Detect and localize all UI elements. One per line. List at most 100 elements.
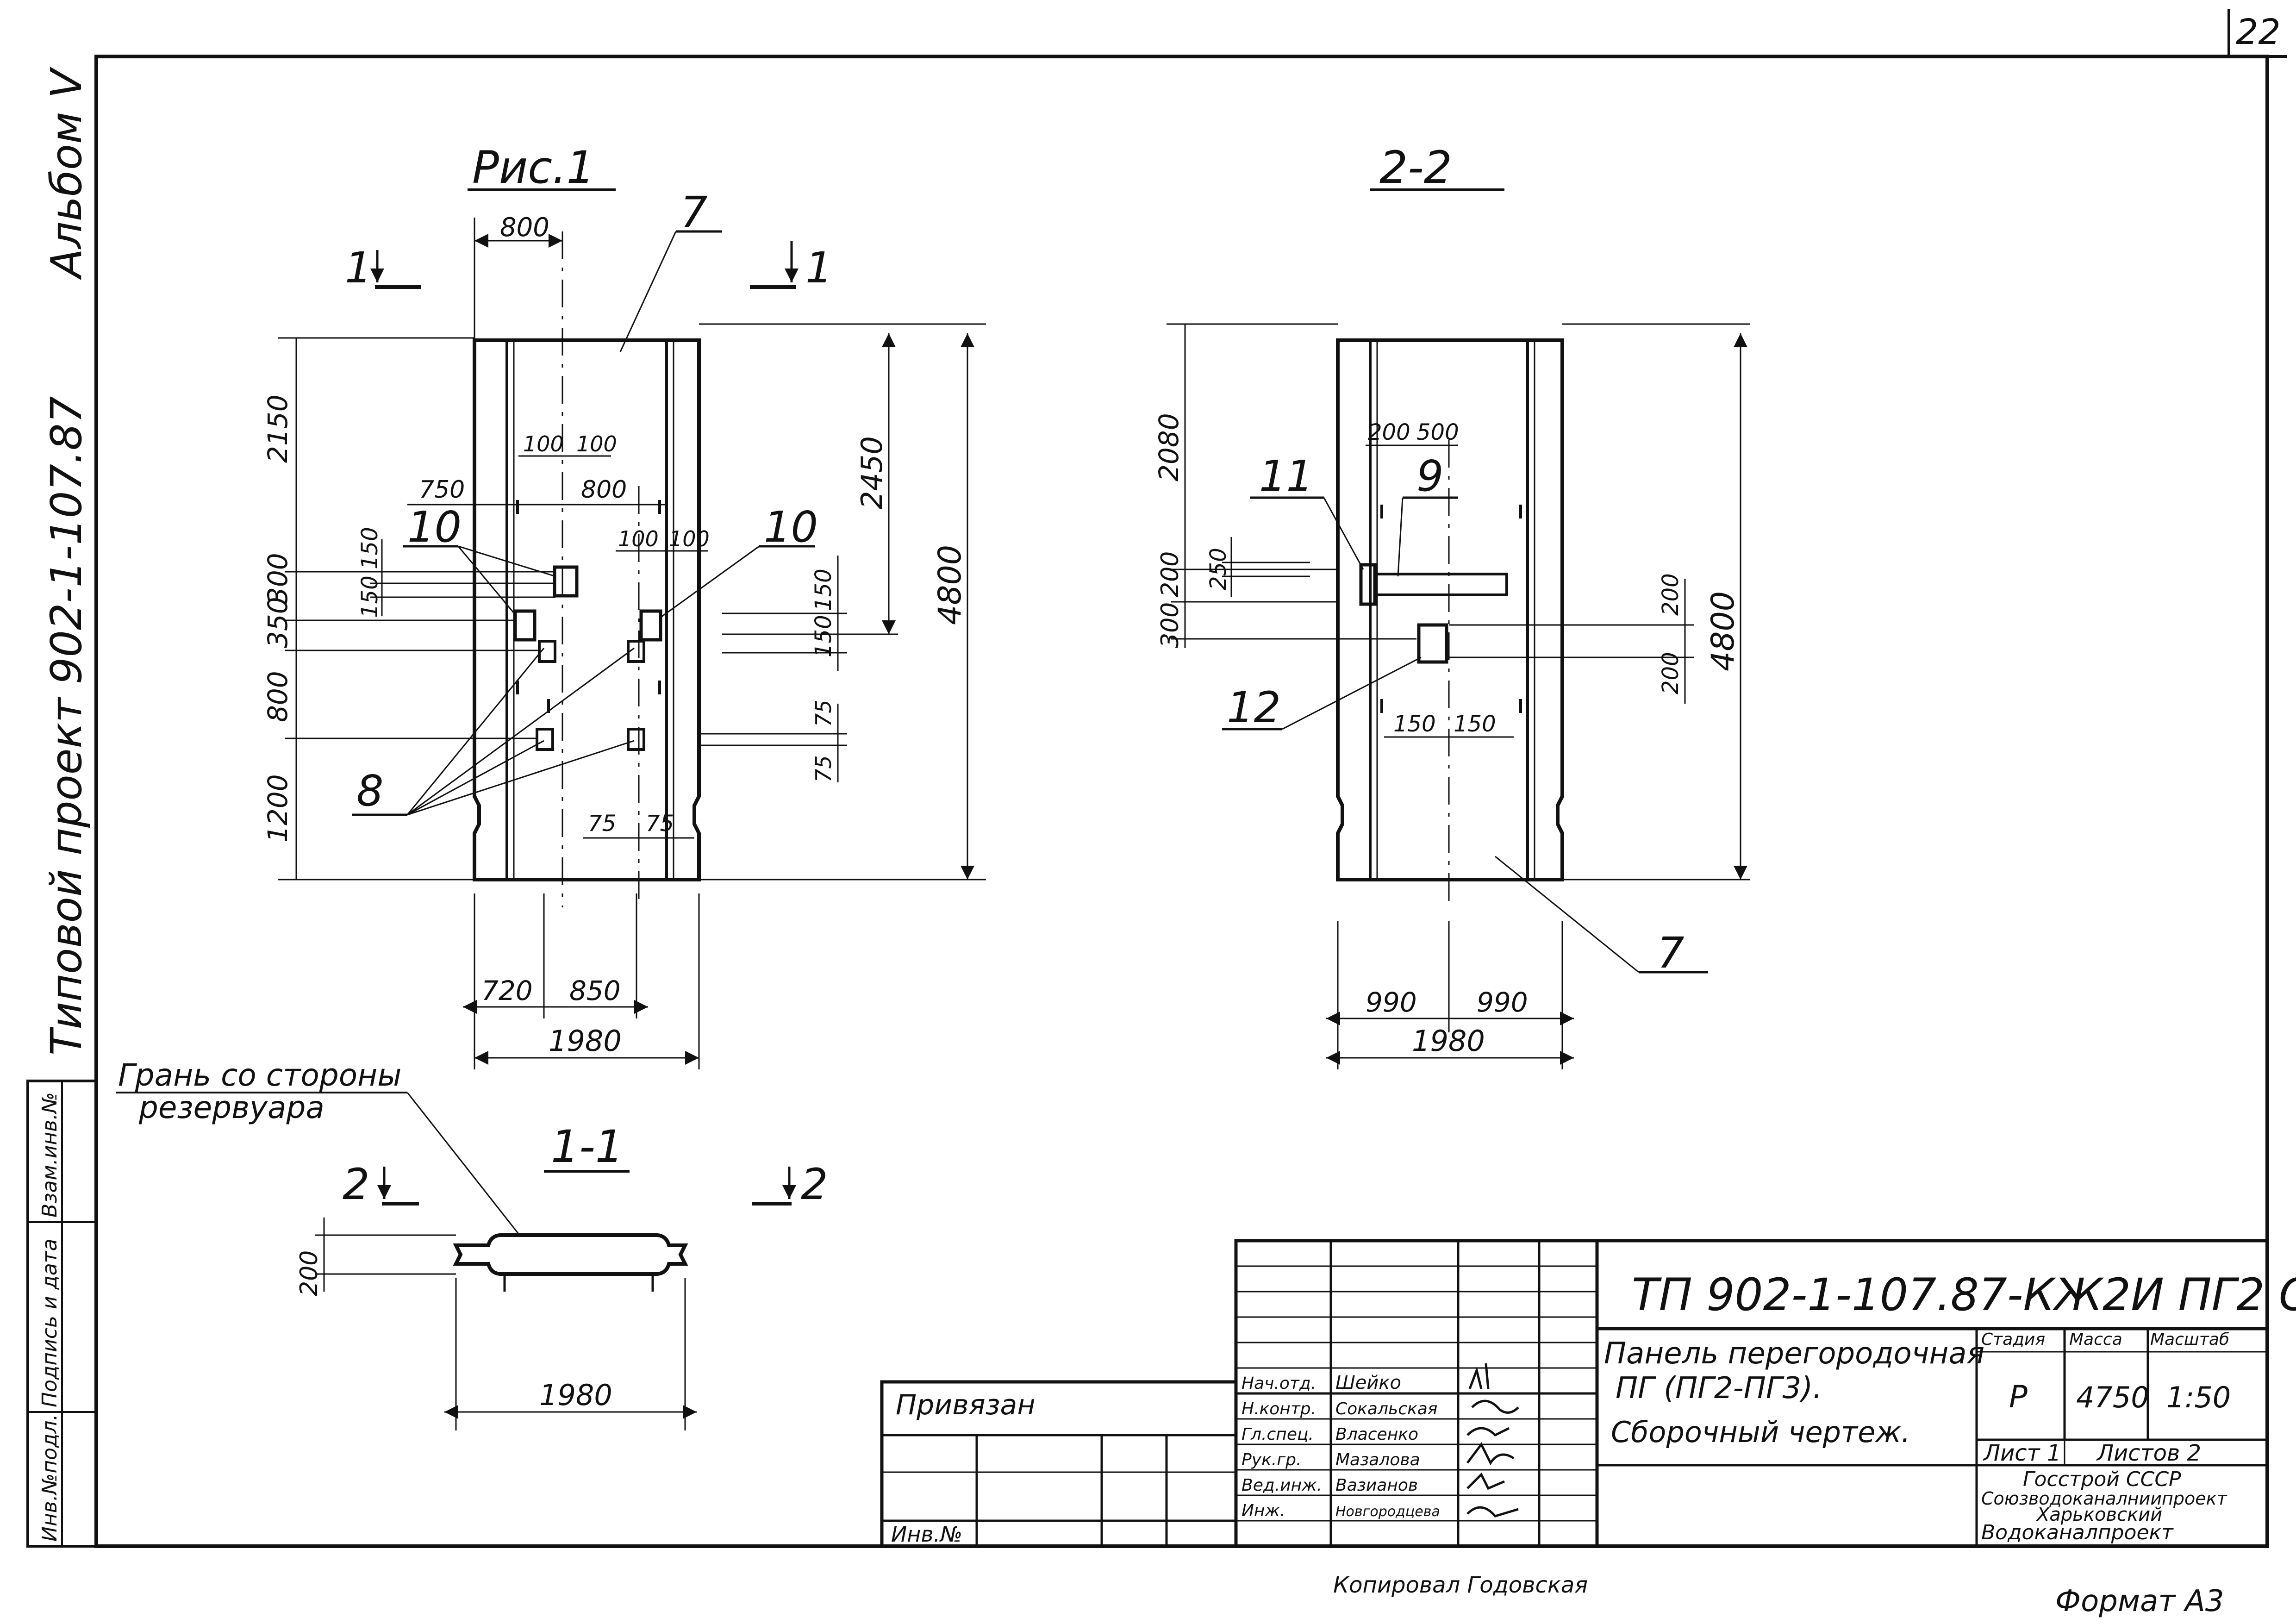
- fig1-dim-800: 800: [581, 476, 627, 504]
- format-label: Формат А3: [2055, 1584, 2224, 1618]
- scale-value: 1:50: [2166, 1380, 2231, 1414]
- fig1-dim-right-small-b: 150: [811, 615, 836, 657]
- fig1-dim-left-small-b: 150: [357, 575, 383, 618]
- org-line2: Союзводоканалниипроект: [1981, 1488, 2228, 1509]
- sec22-dim-right-4800: 4800: [1705, 591, 1741, 671]
- sec22-pos-9: 9: [1416, 451, 1444, 501]
- col-stage-header: Стадия: [1981, 1330, 2045, 1349]
- staff-name-4: Вазианов: [1335, 1476, 1418, 1495]
- stage-value: Р: [2009, 1379, 2028, 1415]
- binding-label: Привязан: [896, 1389, 1036, 1421]
- section-2-2-view: 2-2 2080 200 300 250 200 500: [1153, 142, 1750, 1069]
- sec22-dim-left-200: 200: [1156, 551, 1184, 597]
- sec22-dim-200: 200: [1368, 419, 1410, 445]
- drawing-code: ТП 902-1-107.87-КЖ2И ПГ2 СБ: [1632, 1269, 2296, 1321]
- side-stamp: [26, 1080, 98, 1548]
- drawing-name-line1: Панель перегородочная: [1604, 1337, 1984, 1371]
- sec11-dim-200: 200: [295, 1250, 323, 1296]
- fig1-dim-left-300: 300: [262, 553, 293, 604]
- org-line1: Госстрой СССР: [2023, 1468, 2181, 1491]
- mass-value: 4750: [2076, 1380, 2149, 1414]
- fig1-dim-right-75b: 75: [811, 755, 836, 782]
- sec22-dim-left-300: 300: [1156, 602, 1184, 648]
- sec22-dim-bottom-990b: 990: [1477, 987, 1528, 1018]
- org-line3: Харьковский: [2036, 1504, 2162, 1525]
- album-label: Альбом V: [42, 66, 91, 280]
- fig1-dim-left-2150: 2150: [262, 394, 293, 463]
- fig1-dim-100c: 100: [618, 526, 659, 551]
- staff-name-5: Новгородцева: [1335, 1504, 1440, 1520]
- sec22-dim-right-200b: 200: [1658, 652, 1684, 694]
- fig1-dim-top-width: 800: [500, 212, 549, 243]
- side-stamp-replace: Взам.инв.№: [38, 1092, 62, 1218]
- section11-title: 1-1: [551, 1121, 624, 1173]
- fig1-dim-bottom-1980: 1980: [549, 1024, 622, 1058]
- sec22-pos-12: 12: [1227, 683, 1281, 732]
- staff-name-3: Мазалова: [1335, 1450, 1420, 1469]
- fig1-dim-right-small-a: 150: [811, 568, 836, 611]
- staff-name-0: Шейко: [1335, 1372, 1401, 1393]
- copied-by: Копировал Годовская: [1333, 1572, 1588, 1598]
- fig1-cut1-right: 1: [805, 243, 833, 293]
- face-note-line2: резервуара: [138, 1090, 324, 1125]
- fig1-dim-100b: 100: [576, 431, 617, 456]
- inv-label: Инв.№: [891, 1522, 962, 1547]
- fig1-view: Рис.1 800 1 1: [262, 142, 986, 1069]
- side-stamp-inv: Инв.№подл.: [38, 1414, 62, 1542]
- sec22-pos-11: 11: [1259, 451, 1313, 501]
- col-scale-header: Масштаб: [2150, 1330, 2229, 1349]
- fig1-dim-bottom-850: 850: [569, 975, 621, 1006]
- fig1-dim-left-350: 350: [262, 597, 293, 648]
- sec22-dim-150a: 150: [1393, 711, 1436, 737]
- fig1-cut1-left: 1: [345, 243, 372, 293]
- page-number: 22: [2236, 11, 2281, 52]
- staff-role-2: Гл.спец.: [1242, 1425, 1314, 1444]
- sec11-dim-1980: 1980: [539, 1378, 612, 1412]
- face-note-line1: Грань со стороны: [118, 1057, 401, 1093]
- sheets-count: Листов 2: [2096, 1440, 2201, 1466]
- sec22-dim-bottom-1980: 1980: [1412, 1024, 1485, 1058]
- fig1-dim-bottom-75a: 75: [588, 811, 616, 837]
- staff-role-3: Рук.гр.: [1242, 1450, 1301, 1469]
- fig1-title: Рис.1: [472, 142, 595, 194]
- sec11-cut2-right: 2: [801, 1160, 828, 1209]
- fig1-dim-left-1200: 1200: [262, 774, 293, 843]
- fig1-dim-bottom-75b: 75: [646, 811, 674, 837]
- project-label: Типовой проект 902-1-107.87: [42, 396, 91, 1056]
- staff-name-2: Власенко: [1335, 1425, 1418, 1444]
- fig1-pos-8: 8: [356, 766, 384, 816]
- staff-role-0: Нач.отд.: [1242, 1374, 1316, 1393]
- sec22-dim-500: 500: [1416, 419, 1459, 445]
- drawing-name-line2: ПГ (ПГ2-ПГ3).: [1616, 1371, 1822, 1405]
- fig1-pos-7: 7: [680, 187, 708, 237]
- fig1-dim-right-75a: 75: [811, 700, 836, 727]
- fig1-dim-left-800: 800: [262, 671, 293, 722]
- section-1-1-view: Грань со стороны резервуара 1-1 2 2 200 …: [116, 1057, 828, 1430]
- sheet-number: Лист 1: [1983, 1440, 2061, 1466]
- fig1-dim-100d: 100: [669, 526, 710, 551]
- sec22-dim-right-200a: 200: [1658, 573, 1684, 616]
- drawing-name-line3: Сборочный чертеж.: [1611, 1415, 1910, 1449]
- sec22-dim-150b: 150: [1454, 711, 1496, 737]
- org-line4: Водоканалпроект: [1981, 1521, 2174, 1544]
- col-mass-header: Масса: [2069, 1330, 2122, 1349]
- staff-role-5: Инж.: [1242, 1501, 1285, 1520]
- sec22-dim-bottom-990a: 990: [1366, 987, 1417, 1018]
- fig1-dim-right-2450: 2450: [855, 436, 889, 509]
- sec22-dim-left-2080: 2080: [1153, 413, 1185, 481]
- fig1-pos-10-right: 10: [764, 502, 818, 552]
- section22-title: 2-2: [1379, 142, 1452, 194]
- fig1-dim-bottom-720: 720: [481, 975, 533, 1006]
- staff-role-1: Н.контр.: [1242, 1399, 1316, 1418]
- sec22-dim-left-250: 250: [1205, 548, 1231, 590]
- fig1-dim-100a: 100: [523, 431, 564, 456]
- side-stamp-sign: Подпись и дата: [38, 1239, 62, 1407]
- staff-role-4: Вед.инж.: [1242, 1476, 1322, 1495]
- fig1-dim-left-small-a: 150: [357, 527, 383, 569]
- binding-block: [880, 1380, 1238, 1548]
- staff-name-1: Сокальская: [1335, 1399, 1437, 1418]
- sec22-pos-7: 7: [1657, 928, 1685, 978]
- signatures: [1466, 1363, 1519, 1518]
- fig1-pos-10-left: 10: [407, 502, 462, 552]
